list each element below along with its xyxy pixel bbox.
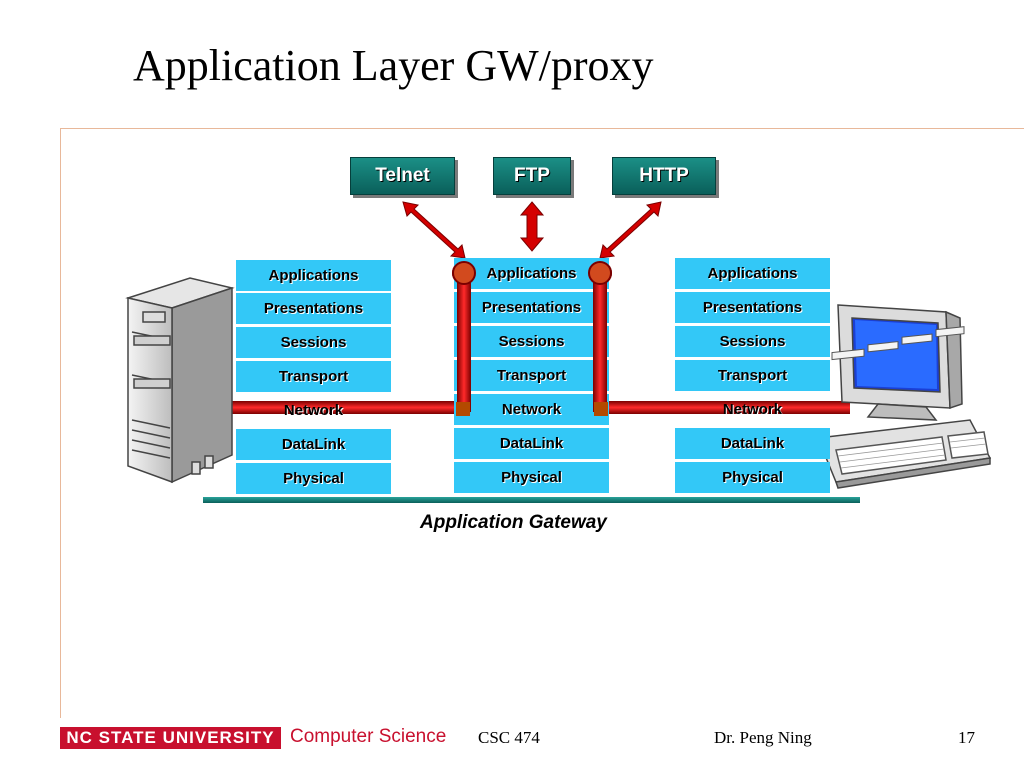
arrow-telnet	[402, 201, 466, 259]
gw-layer-presentations: Presentations	[454, 292, 609, 323]
arrow-ftp	[519, 201, 545, 252]
slide-title: Application Layer GW/proxy	[133, 41, 654, 90]
server-icon	[125, 277, 235, 484]
gw-layer-physical: Physical	[454, 462, 609, 493]
left-layer-presentations: Presentations	[236, 293, 391, 324]
gw-layer-transport: Transport	[454, 360, 609, 391]
gw-layer-applications: Applications	[454, 258, 609, 289]
arrow-http	[599, 201, 662, 259]
page-number: 17	[958, 728, 975, 747]
left-layer-transport: Transport	[236, 361, 391, 392]
path-right-horizontal	[600, 401, 850, 414]
gw-layer-sessions: Sessions	[454, 326, 609, 357]
left-rule	[60, 128, 61, 718]
left-layer-datalink: DataLink	[236, 429, 391, 460]
right-layer-network: Network	[722, 401, 783, 418]
computer-icon	[816, 304, 992, 489]
course-code: CSC 474	[478, 728, 540, 747]
right-layer-transport: Transport	[675, 360, 830, 391]
department-name: Computer Science	[290, 726, 447, 747]
left-layer-sessions: Sessions	[236, 327, 391, 358]
service-http: HTTP	[612, 157, 716, 195]
right-layer-datalink: DataLink	[675, 428, 830, 459]
left-layer-applications: Applications	[236, 260, 391, 291]
gateway-baseline	[203, 497, 860, 503]
right-layer-physical: Physical	[675, 462, 830, 493]
right-layer-sessions: Sessions	[675, 326, 830, 357]
gateway-label: Application Gateway	[420, 512, 607, 533]
path-left-horizontal	[232, 401, 464, 414]
service-telnet: Telnet	[350, 157, 455, 195]
header-rule	[60, 128, 1024, 129]
service-ftp: FTP	[493, 157, 571, 195]
author-name: Dr. Peng Ning	[714, 728, 812, 747]
left-layer-physical: Physical	[236, 463, 391, 494]
left-layer-network: Network	[283, 402, 344, 419]
gw-layer-network: Network	[454, 394, 609, 425]
university-logo: NC STATE UNIVERSITY	[60, 727, 281, 749]
right-layer-applications: Applications	[675, 258, 830, 289]
right-layer-presentations: Presentations	[675, 292, 830, 323]
gw-layer-datalink: DataLink	[454, 428, 609, 459]
